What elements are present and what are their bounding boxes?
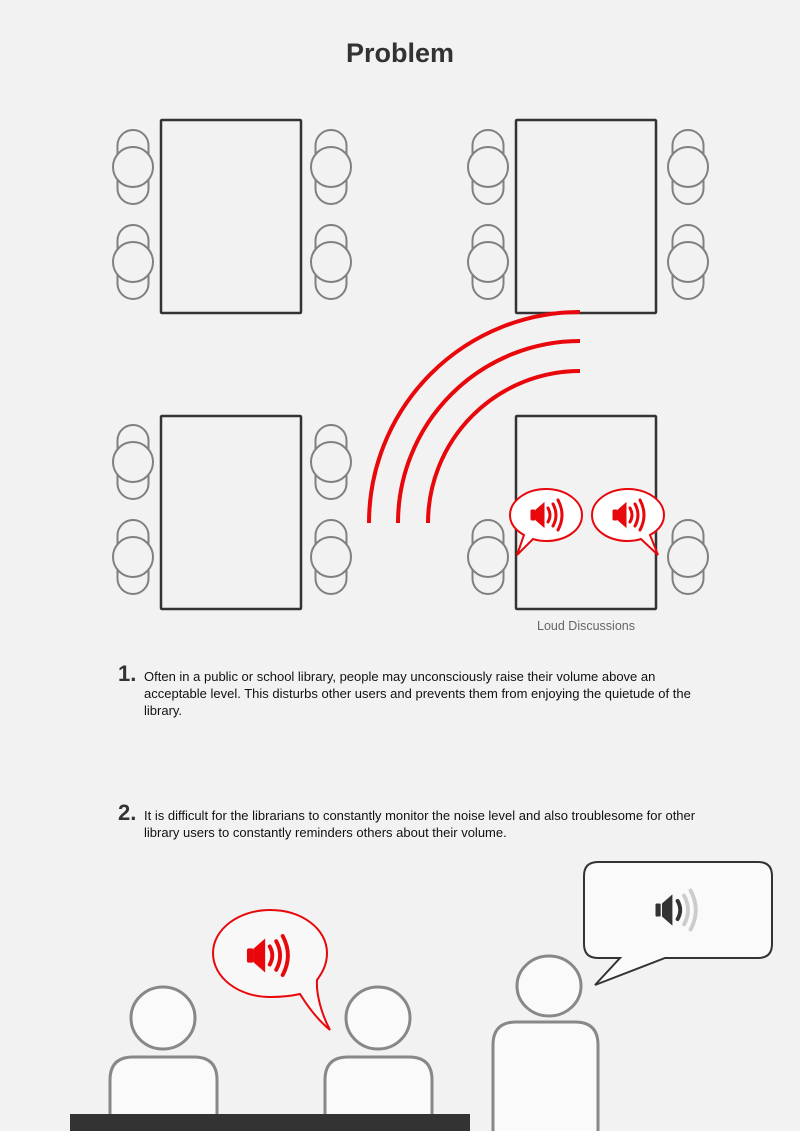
loud-discussions-caption: Loud Discussions — [537, 619, 635, 633]
page-title: Problem — [345, 38, 455, 68]
problem-point-1: 1. Often in a public or school library, … — [118, 661, 698, 719]
noise-waves — [367, 310, 581, 524]
speech-bubble-loud-right — [590, 487, 666, 556]
point-number: 2. — [118, 800, 137, 825]
point-text: It is difficult for the librarians to co… — [144, 808, 696, 840]
person-left — [108, 985, 219, 1131]
person-right-talking — [323, 985, 434, 1131]
table-group-bottom-left — [112, 414, 352, 611]
speech-bubble-quiet — [583, 861, 773, 986]
table-group-top-left — [112, 118, 352, 315]
table-group-bottom-right — [467, 414, 709, 611]
point-number: 1. — [118, 661, 137, 686]
desk — [70, 1114, 470, 1131]
point-text: Often in a public or school library, peo… — [144, 669, 691, 718]
person-standing — [491, 954, 600, 1131]
speech-bubble-loud — [211, 908, 331, 1031]
speech-bubble-loud-left — [508, 487, 584, 556]
table-group-top-right — [467, 118, 709, 315]
problem-point-2: 2. It is difficult for the librarians to… — [118, 800, 698, 841]
speaker-quiet-icon — [655, 888, 698, 932]
